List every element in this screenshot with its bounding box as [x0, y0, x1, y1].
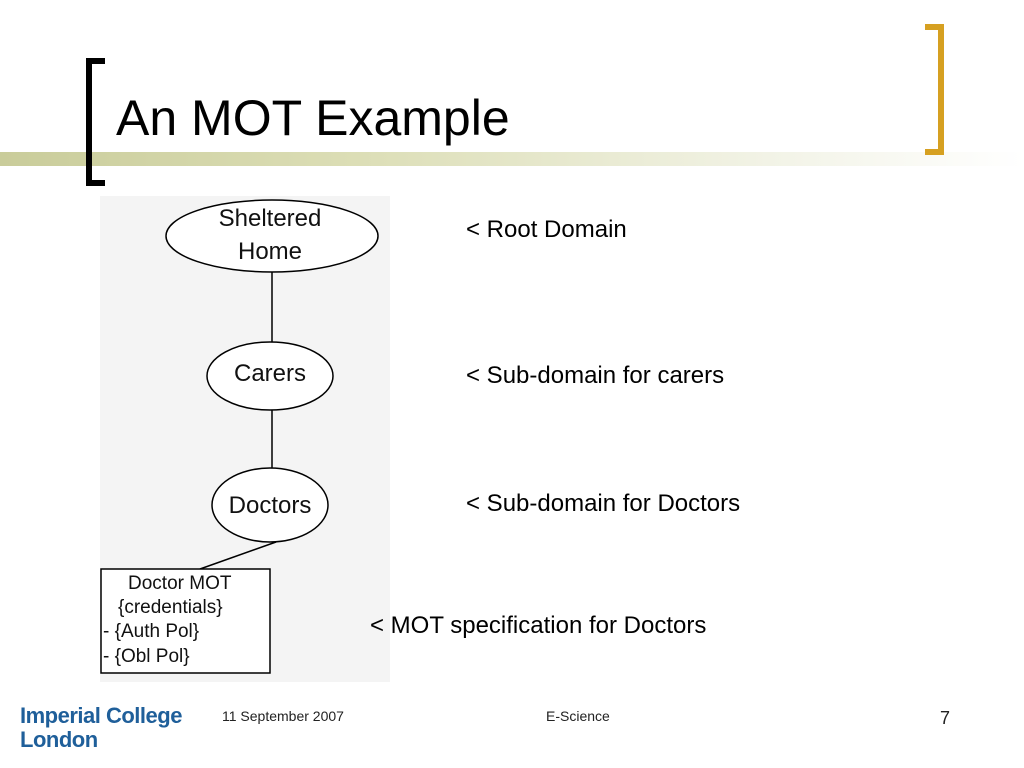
note-root-domain: < Root Domain: [466, 216, 627, 243]
root-domain-node: [165, 199, 379, 273]
mot-box-line1: Doctor MOT: [128, 573, 232, 594]
title-underline-bar: [0, 152, 1024, 166]
domain-diagram: Sheltered Home Carers Doctors Doctor MOT…: [100, 196, 390, 682]
right-bracket-decoration: [925, 24, 944, 155]
note-sub-domain-doctors: < Sub-domain for Doctors: [466, 490, 741, 517]
logo-line2: London: [20, 727, 98, 752]
doctors-node-label: Doctors: [229, 492, 312, 519]
carers-domain-node: [206, 341, 334, 411]
slide-number: 7: [940, 708, 951, 728]
left-bracket-decoration: [86, 58, 105, 186]
logo-line1: Imperial College: [20, 703, 182, 728]
doctor-mot-box: [100, 568, 271, 674]
footer-event: E-Science: [546, 708, 610, 724]
doctors-domain-node: [211, 467, 329, 543]
slide-title: An MOT Example: [116, 90, 510, 146]
mot-box-line2: {credentials}: [118, 597, 223, 618]
carers-node-label: Carers: [234, 360, 306, 387]
mot-box-line4: - {Obl Pol}: [103, 646, 190, 667]
mot-box-line3: - {Auth Pol}: [103, 621, 199, 642]
root-node-label-line1: Sheltered: [219, 205, 322, 232]
note-sub-domain-carers: < Sub-domain for carers: [466, 362, 725, 389]
imperial-college-logo: Imperial College London: [20, 704, 182, 752]
footer-date: 11 September 2007: [222, 708, 344, 724]
connector-doctors-mot: [199, 541, 277, 570]
note-mot-specification: < MOT specification for Doctors: [370, 612, 707, 639]
root-node-label-line2: Home: [238, 238, 302, 265]
